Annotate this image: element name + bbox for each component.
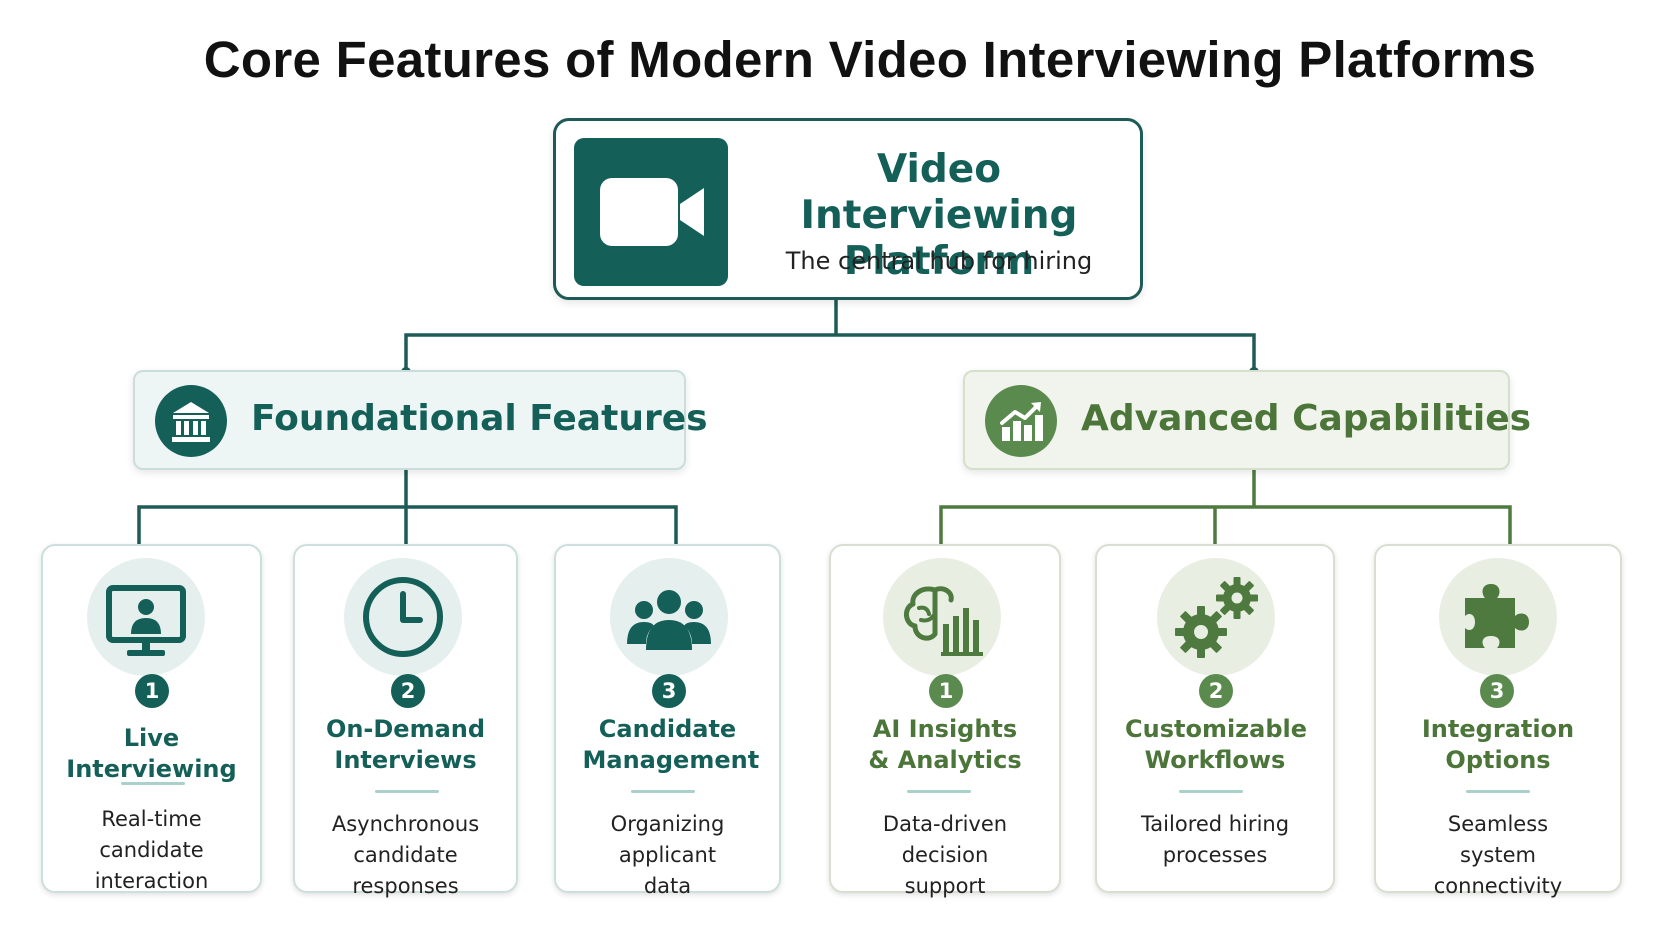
feature-title-text: On-Demand Interviews — [325, 715, 486, 774]
feature-number-badge: 2 — [391, 674, 425, 708]
puzzle-piece-icon — [1465, 584, 1529, 648]
bank-building-icon — [172, 402, 210, 442]
feature-card-on-demand-interviews: 2 On-Demand Interviews Asynchronous cand… — [293, 544, 518, 898]
feature-title: Integration Options — [1376, 714, 1620, 776]
hub-to-categories-connector — [404, 300, 1256, 369]
advanced-connector — [939, 470, 1512, 545]
growth-chart-icon — [1000, 402, 1043, 441]
feature-divider — [375, 790, 439, 793]
category-icon-circle — [985, 385, 1057, 457]
people-group-icon — [627, 590, 711, 650]
hub-title: Video Interviewing Platform — [800, 147, 1078, 284]
feature-description: Data-driven decision support — [831, 809, 1059, 902]
hub-subtitle: The central hub for hiring — [785, 247, 1093, 275]
brain-chart-icon — [904, 586, 983, 656]
feature-divider — [121, 782, 185, 785]
feature-description-text: Real-time candidate interaction — [94, 807, 209, 893]
feature-description: Asynchronous candidate responses — [295, 809, 516, 902]
category-icon-circle — [155, 385, 227, 457]
hub-icon-tile — [574, 138, 728, 286]
feature-number-badge: 3 — [1480, 674, 1514, 708]
feature-card-candidate-management: 3 Candidate Management Organizing applic… — [554, 544, 781, 898]
feature-title-text: Integration Options — [1421, 715, 1575, 774]
feature-description-text: Tailored hiring processes — [1140, 812, 1290, 867]
feature-description-text: Data-driven decision support — [882, 812, 1008, 898]
category-label: Advanced Capabilities — [1081, 398, 1532, 439]
feature-number-badge: 2 — [1199, 674, 1233, 708]
foundational-connector — [137, 470, 678, 545]
feature-number-badge: 1 — [929, 674, 963, 708]
feature-card-live-interviewing: 1 Live Interviewing Real-time candidate … — [41, 544, 262, 893]
feature-description: Real-time candidate interaction — [43, 804, 260, 897]
feature-description: Seamless system connectivity — [1376, 809, 1620, 902]
video-camera-icon — [600, 178, 704, 246]
feature-description-text: Seamless system connectivity — [1433, 812, 1563, 898]
monitor-person-icon — [106, 585, 186, 656]
feature-title-text: Candidate Management — [582, 715, 760, 774]
gears-icon — [1175, 577, 1258, 658]
feature-number-badge: 3 — [652, 674, 686, 708]
feature-title: Candidate Management — [556, 714, 779, 776]
feature-title: AI Insights & Analytics — [831, 714, 1059, 776]
feature-divider — [631, 790, 695, 793]
category-foundational-features: Foundational Features — [133, 370, 708, 470]
feature-description-text: Asynchronous candidate responses — [331, 812, 480, 898]
feature-title-text: Customizable Workflows — [1125, 715, 1308, 774]
hub-box: Video Interviewing Platform The central … — [553, 118, 1143, 300]
feature-title: On-Demand Interviews — [295, 714, 516, 776]
feature-divider — [1179, 790, 1243, 793]
feature-card-ai-insights-analytics: 1 AI Insights & Analytics Data-driven de… — [829, 544, 1061, 898]
feature-icon-circle — [1439, 558, 1557, 676]
feature-divider — [1466, 790, 1530, 793]
feature-icon-circle — [1157, 558, 1275, 676]
feature-icon-circle — [610, 558, 728, 676]
feature-title: Customizable Workflows — [1097, 714, 1333, 776]
clock-icon — [363, 577, 443, 657]
feature-icon-circle — [883, 558, 1001, 676]
page-title: Core Features of Modern Video Interviewi… — [203, 31, 1537, 88]
feature-description: Organizing applicant data — [556, 809, 779, 902]
feature-icon-circle — [87, 558, 205, 676]
category-advanced-capabilities: Advanced Capabilities — [963, 370, 1531, 470]
feature-number-badge: 1 — [135, 674, 169, 708]
feature-card-customizable-workflows: 2 Customizable Workflows Tailored hiring… — [1095, 544, 1335, 893]
feature-title: Live Interviewing — [66, 724, 237, 783]
feature-description: Tailored hiring processes — [1097, 809, 1333, 871]
feature-divider — [907, 790, 971, 793]
feature-card-integration-options: 3 Integration Options Seamless system co… — [1374, 544, 1622, 898]
feature-description-text: Organizing applicant data — [610, 812, 725, 898]
category-label: Foundational Features — [251, 398, 708, 439]
feature-icon-circle — [344, 558, 462, 676]
feature-title-text: AI Insights & Analytics — [868, 715, 1022, 774]
